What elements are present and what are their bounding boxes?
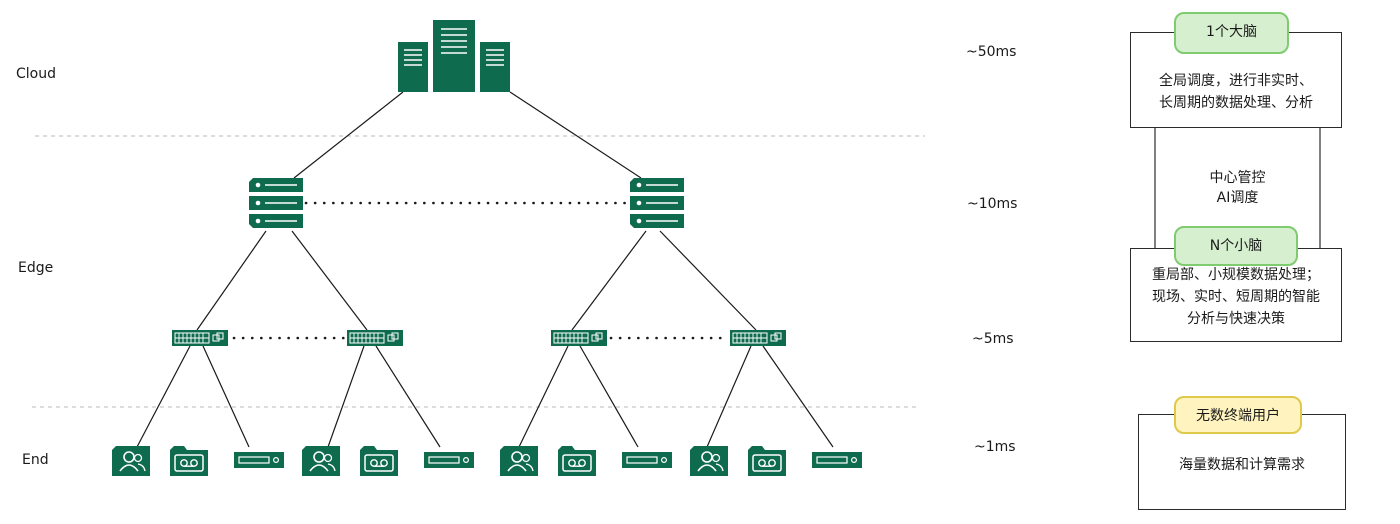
camera-device-icon-1 [169,445,209,477]
appliance-box-icon-1 [233,451,285,469]
user-terminal-icon-2 [301,445,341,477]
cloud-server-cluster-icon [397,19,511,93]
user-terminal-icon-4 [689,445,729,477]
network-switch-icon-4 [729,329,787,347]
cloud-role-tag: 1个大脑 [1174,12,1289,54]
user-terminal-icon-3 [499,445,539,477]
end-role-tag: 无数终端用户 [1174,396,1302,434]
peer-links [232,201,728,340]
layer-label-end: End [22,452,49,468]
latency-end: ~1ms [974,439,1016,455]
latency-cloud: ~50ms [966,44,1017,60]
network-switch-icon-2 [346,329,404,347]
layer-dividers [32,135,925,408]
camera-device-icon-3 [557,445,597,477]
layer-label-edge: Edge [18,260,54,276]
camera-device-icon-4 [747,445,787,477]
network-switch-icon-1 [171,329,229,347]
layer-label-cloud: Cloud [16,66,56,82]
appliance-box-icon-2 [423,451,475,469]
edge-rack-server-icon-left [248,177,304,229]
edge-role-text: 重局部、小规模数据处理； 现场、实时、短周期的智能 分析与快速决策 [1152,267,1320,327]
network-switch-icon-3 [550,329,608,347]
panel-connector-lines [1154,128,1321,248]
control-scheduling-text: 中心管控 AI调度 [1209,170,1266,206]
appliance-box-icon-4 [811,451,863,469]
edge-role-tag: N个小脑 [1174,226,1298,266]
edge-rack-server-icon-right [629,177,685,229]
camera-device-icon-2 [359,445,399,477]
topology-links [136,91,834,448]
appliance-box-icon-3 [621,451,673,469]
cloud-role-text: 全局调度，进行非实时、 长周期的数据处理、分析 [1159,73,1313,111]
end-role-text: 海量数据和计算需求 [1179,457,1305,473]
latency-edge-server: ~10ms [967,196,1018,212]
latency-edge-switch: ~5ms [972,331,1014,347]
user-terminal-icon-1 [111,445,151,477]
